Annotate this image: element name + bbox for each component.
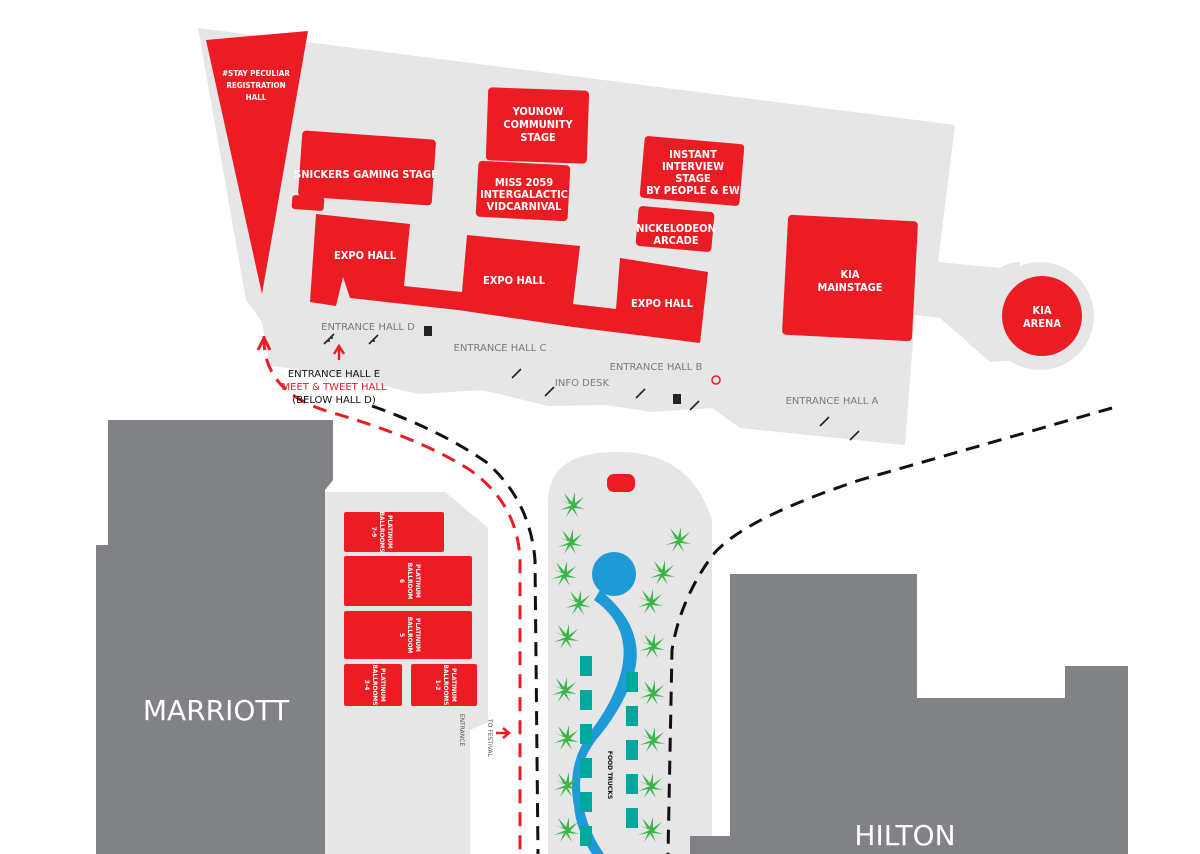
younow-line-3: STAGE [520, 131, 556, 144]
ballroom-6-block [344, 556, 472, 606]
ballroom-7-9-block [344, 512, 444, 552]
ballroom-1-2-line-2: BALLROOMS [442, 665, 450, 706]
meet-line-2: MEET & TWEET HALL [282, 382, 387, 393]
ballroom-7-9-line-3: 7-9 [370, 527, 378, 538]
snickers-stage-block [298, 130, 436, 206]
ballroom-1-2-line-1: PLATINUM [450, 668, 458, 702]
entrance-hall-c-label: ENTRANCE HALL C [454, 343, 547, 354]
ballroom-5-block [344, 611, 472, 659]
restroom-icons [424, 326, 681, 404]
ballroom-3-4-line-1: PLATINUM [379, 668, 387, 702]
ballroom-7-9-label: PLATINUM BALLROOMS 7-9 [370, 512, 394, 553]
kia-arena-line-2: ARENA [1023, 317, 1061, 330]
ballroom-3-4-line-2: BALLROOMS [371, 665, 379, 706]
registration-hall-label: #STAY PECULIAR REGISTRATION HALL [222, 69, 290, 102]
ballroom-1-2-block [411, 664, 477, 706]
ballroom-6-line-3: 6 [398, 579, 406, 583]
ballroom-3-4-label: PLATINUM BALLROOMS 3-4 [363, 665, 387, 706]
registration-hall-block [206, 31, 308, 294]
ballroom-6-line-2: BALLROOM [406, 563, 414, 600]
marriott-label: MARRIOTT [143, 694, 290, 727]
ballroom-5-label: PLATINUM BALLROOM 5 [398, 617, 422, 654]
meet-line-3: (BELOW HALL D) [292, 395, 376, 406]
ballroom-5-line-1: PLATINUM [414, 618, 422, 652]
registration-line-3: HALL [246, 93, 267, 102]
kia-mainstage-block [782, 214, 918, 342]
food-truck-marker [607, 474, 635, 492]
expo-hall-block [310, 214, 708, 343]
miss2059-line-2: INTERGALACTIC [480, 188, 568, 201]
ballroom-3-4-line-3: 3-4 [363, 680, 371, 691]
nickelodeon-line-1: NICKELODEON [636, 222, 716, 235]
registration-line-2: REGISTRATION [226, 81, 285, 90]
miss2059-block [475, 160, 571, 222]
food-trucks-group [580, 656, 638, 846]
small-red-tab [291, 195, 325, 211]
younow-line-2: COMMUNITY [503, 118, 573, 131]
younow-stage-block [485, 87, 590, 164]
escalator-icons [323, 333, 860, 441]
kia-mainstage-label: KIA MAINSTAGE [817, 268, 882, 294]
meet-line-1: ENTRANCE HALL E [288, 369, 380, 380]
hilton-wing [690, 836, 740, 854]
ballroom-6-label: PLATINUM BALLROOM 6 [398, 563, 422, 600]
meet-tweet-note: ENTRANCE HALL E MEET & TWEET HALL (BELOW… [282, 369, 387, 406]
ballroom-6-line-1: PLATINUM [414, 564, 422, 598]
ballroom-1-2-label: PLATINUM BALLROOMS 1-2 [434, 665, 458, 706]
red-arrow-up-center [332, 343, 346, 360]
ballroom-5-line-3: 5 [398, 633, 406, 637]
expo-hall-label-1: EXPO HALL [334, 249, 397, 262]
instant-line-4: BY PEOPLE & EW [646, 184, 740, 197]
hilton-label: HILTON [854, 819, 955, 852]
entrance-hall-d-label: ENTRANCE HALL D [321, 322, 415, 333]
first-aid-icon [711, 375, 721, 385]
registration-line-1: #STAY PECULIAR [222, 69, 290, 78]
miss2059-line-1: MISS 2059 [495, 176, 553, 189]
nickelodeon-block [635, 206, 715, 252]
ballroom-7-9-line-1: PLATINUM [386, 515, 394, 549]
palm-trees [552, 492, 691, 842]
info-desk-label: INFO DESK [555, 378, 610, 389]
miss2059-label: MISS 2059 INTERGALACTIC VIDCARNIVAL [480, 176, 568, 213]
ballroom-3-4-block [344, 664, 402, 706]
expo-hall-label-2: EXPO HALL [483, 274, 546, 287]
red-arrow-up-left [256, 337, 272, 351]
black-dashed-path-right [666, 406, 1113, 854]
nickelodeon-label: NICKELODEON ARCADE [636, 222, 716, 247]
convention-center-floor [198, 28, 1020, 445]
ballroom-entrance-label: ENTRANCE [458, 714, 465, 747]
entrance-hall-a-label: ENTRANCE HALL A [786, 396, 879, 407]
red-dashed-path [262, 335, 522, 854]
to-festival-label: TO FESTIVAL [486, 718, 493, 758]
younow-line-1: YOUNOW [512, 105, 564, 118]
miss2059-line-3: VIDCARNIVAL [487, 200, 563, 213]
instant-interview-label: INSTANT INTERVIEW STAGE BY PEOPLE & EW [646, 148, 740, 197]
ballroom-1-2-line-3: 1-2 [434, 680, 442, 691]
instant-line-1: INSTANT [669, 148, 717, 161]
expo-hall-label-3: EXPO HALL [631, 297, 694, 310]
kia-arena-label: KIA ARENA [1023, 304, 1061, 330]
black-dashed-path-left [371, 404, 540, 854]
ballroom-5-line-2: BALLROOM [406, 617, 414, 654]
instant-line-2: INTERVIEW [662, 160, 724, 173]
younow-stage-label: YOUNOW COMMUNITY STAGE [503, 105, 573, 144]
stream [572, 590, 637, 854]
kia-mainstage-line-2: MAINSTAGE [817, 281, 882, 294]
food-trucks-label: FOOD TRUCKS [606, 751, 613, 799]
kia-arena-block [1002, 276, 1082, 356]
hilton-building [730, 574, 1128, 854]
instant-interview-block [639, 136, 745, 206]
kia-mainstage-line-1: KIA [840, 268, 859, 281]
marriott-building [96, 420, 333, 854]
instant-line-3: STAGE [675, 172, 711, 185]
kia-arena-line-1: KIA [1032, 304, 1051, 317]
nickelodeon-line-2: ARCADE [653, 234, 698, 247]
fountain-pond [592, 552, 636, 596]
entrance-hall-b-label: ENTRANCE HALL B [610, 362, 703, 373]
ballroom-7-9-line-2: BALLROOMS [378, 512, 386, 553]
red-arrow-right [496, 727, 511, 739]
snickers-stage-label: SNICKERS GAMING STAGE [294, 168, 438, 181]
